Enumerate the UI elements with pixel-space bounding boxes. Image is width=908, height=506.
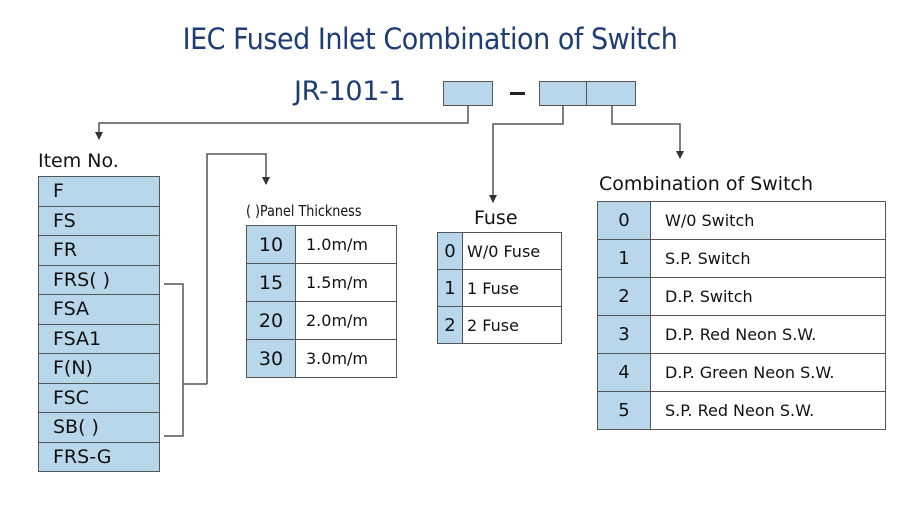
switch-code: 0 bbox=[597, 201, 651, 240]
fuse-code-box bbox=[539, 81, 587, 106]
item-cell: FR bbox=[38, 235, 160, 266]
fuse-heading: Fuse bbox=[474, 207, 518, 229]
item-row: FRS( ) bbox=[38, 264, 160, 295]
item-no-heading: Item No. bbox=[38, 150, 119, 172]
switch-value: D.P. Switch bbox=[650, 277, 886, 316]
switch-code: 3 bbox=[597, 315, 651, 354]
panel-value: 2.0m/m bbox=[295, 301, 397, 340]
item-row: F bbox=[38, 176, 160, 207]
item-row: SB( ) bbox=[38, 412, 160, 443]
switch-value: D.P. Green Neon S.W. bbox=[650, 353, 886, 392]
panel-code: 15 bbox=[246, 263, 296, 302]
item-row: FR bbox=[38, 235, 160, 266]
switch-code: 4 bbox=[597, 353, 651, 392]
fuse-code: 0 bbox=[437, 232, 463, 270]
fuse-row: 1 1 Fuse bbox=[437, 269, 562, 307]
switch-row: 4 D.P. Green Neon S.W. bbox=[597, 353, 886, 392]
panel-code: 10 bbox=[246, 225, 296, 264]
connector-item-no bbox=[95, 106, 469, 140]
item-row: FRS-G bbox=[38, 441, 160, 472]
switch-code: 1 bbox=[597, 239, 651, 278]
fuse-value: 1 Fuse bbox=[462, 269, 562, 307]
item-row: FSA1 bbox=[38, 323, 160, 354]
connector-fuse bbox=[489, 106, 564, 203]
model-prefix: JR-101-1 bbox=[294, 76, 406, 107]
item-code-box bbox=[443, 81, 493, 106]
switch-code: 2 bbox=[597, 277, 651, 316]
switch-row: 0 W/0 Switch bbox=[597, 201, 886, 240]
switch-value: W/0 Switch bbox=[650, 201, 886, 240]
fuse-code: 1 bbox=[437, 269, 463, 307]
item-row: FS bbox=[38, 205, 160, 236]
item-cell: F(N) bbox=[38, 353, 160, 384]
panel-thickness-table: 10 1.0m/m 15 1.5m/m 20 2.0m/m 30 3.0m/m bbox=[246, 225, 397, 378]
switch-row: 3 D.P. Red Neon S.W. bbox=[597, 315, 886, 354]
connector-switch bbox=[611, 106, 684, 159]
fuse-value: W/0 Fuse bbox=[462, 232, 562, 270]
item-row: F(N) bbox=[38, 353, 160, 384]
panel-row: 15 1.5m/m bbox=[246, 263, 397, 302]
item-row: FSA bbox=[38, 294, 160, 325]
switch-heading: Combination of Switch bbox=[599, 173, 814, 195]
switch-value: S.P. Switch bbox=[650, 239, 886, 278]
switch-code: 5 bbox=[597, 391, 651, 430]
item-cell: FRS( ) bbox=[38, 264, 160, 295]
item-cell: FRS-G bbox=[38, 441, 160, 472]
item-cell: FS bbox=[38, 205, 160, 236]
switch-row: 5 S.P. Red Neon S.W. bbox=[597, 391, 886, 430]
panel-code: 20 bbox=[246, 301, 296, 340]
item-cell: SB( ) bbox=[38, 412, 160, 443]
switch-value: D.P. Red Neon S.W. bbox=[650, 315, 886, 354]
panel-row: 20 2.0m/m bbox=[246, 301, 397, 340]
item-cell: FSC bbox=[38, 382, 160, 413]
panel-row: 30 3.0m/m bbox=[246, 339, 397, 378]
switch-row: 1 S.P. Switch bbox=[597, 239, 886, 278]
panel-value: 1.5m/m bbox=[295, 263, 397, 302]
item-cell: FSA bbox=[38, 294, 160, 325]
panel-thickness-heading: ( )Panel Thickness bbox=[246, 202, 362, 220]
item-no-table: F FS FR FRS( ) FSA FSA1 F(N) FSC SB( ) F… bbox=[38, 176, 160, 472]
panel-value: 1.0m/m bbox=[295, 225, 397, 264]
switch-row: 2 D.P. Switch bbox=[597, 277, 886, 316]
bracket-frs bbox=[164, 283, 184, 437]
panel-value: 3.0m/m bbox=[295, 339, 397, 378]
switch-table: 0 W/0 Switch 1 S.P. Switch 2 D.P. Switch… bbox=[597, 201, 886, 430]
connector-panel-thickness bbox=[206, 153, 270, 384]
panel-row: 10 1.0m/m bbox=[246, 225, 397, 264]
panel-code: 30 bbox=[246, 339, 296, 378]
fuse-row: 0 W/0 Fuse bbox=[437, 232, 562, 270]
item-cell: FSA1 bbox=[38, 323, 160, 354]
fuse-value: 2 Fuse bbox=[462, 306, 562, 344]
fuse-row: 2 2 Fuse bbox=[437, 306, 562, 344]
fuse-table: 0 W/0 Fuse 1 1 Fuse 2 2 Fuse bbox=[437, 232, 562, 344]
model-separator-dash bbox=[510, 92, 525, 95]
fuse-code: 2 bbox=[437, 306, 463, 344]
switch-code-box bbox=[586, 81, 636, 106]
item-cell: F bbox=[38, 176, 160, 207]
switch-value: S.P. Red Neon S.W. bbox=[650, 391, 886, 430]
item-row: FSC bbox=[38, 382, 160, 413]
diagram-title: IEC Fused Inlet Combination of Switch bbox=[182, 22, 678, 56]
